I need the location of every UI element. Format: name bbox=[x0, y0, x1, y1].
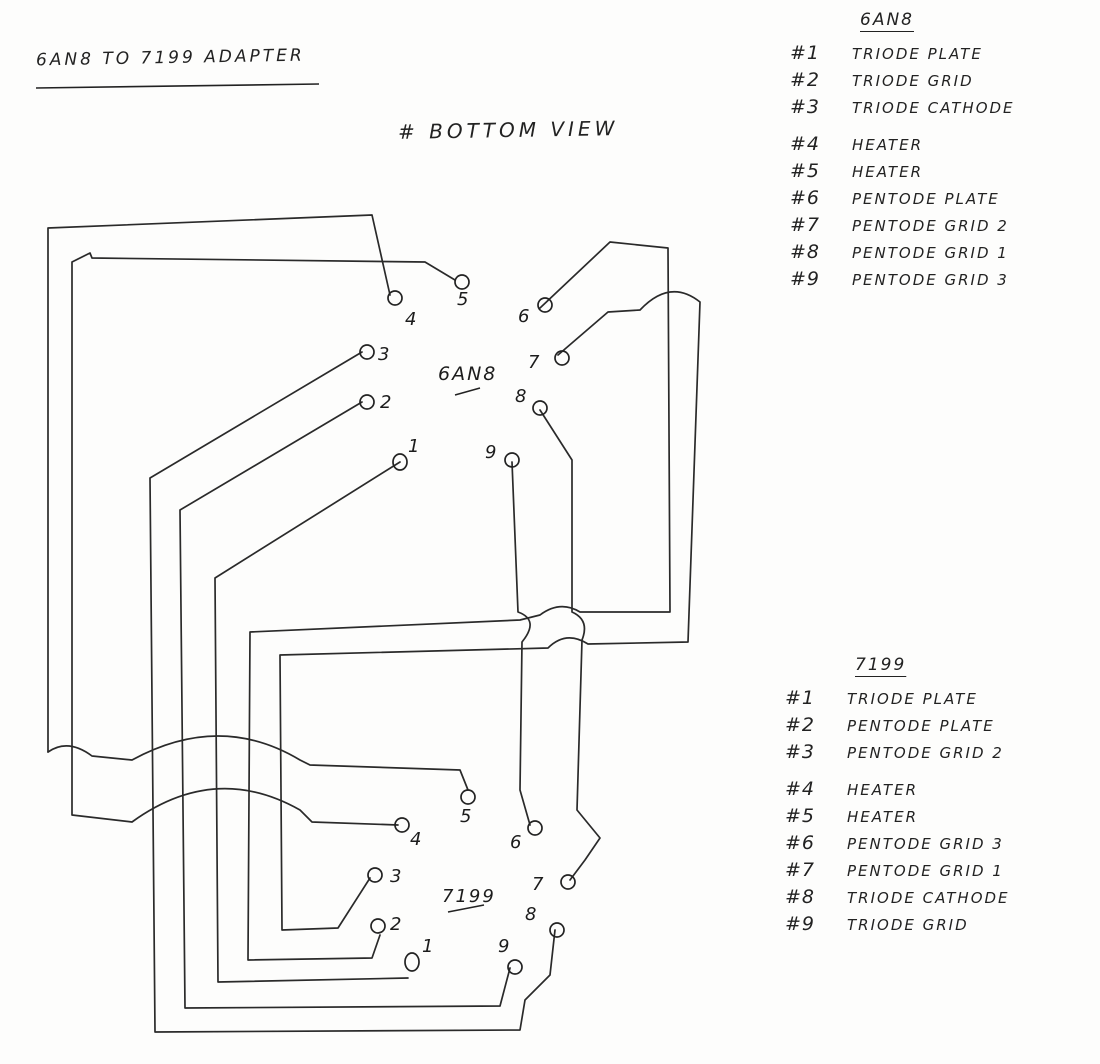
wire-pentode-grid3 bbox=[511, 461, 531, 826]
wire-triode-plate bbox=[214, 461, 409, 983]
pin-label-6an8-4: 4 bbox=[405, 309, 416, 330]
pin-7199-6 bbox=[527, 820, 543, 836]
legend-7199-header: 7199 bbox=[855, 655, 907, 675]
pin-7199-3 bbox=[367, 867, 383, 883]
title-underline bbox=[35, 83, 320, 89]
pin-6an8-5 bbox=[454, 274, 470, 290]
pin-label-6an8-7: 7 bbox=[528, 352, 540, 373]
pin-label-7199-2: 2 bbox=[390, 914, 401, 935]
wire-pentode-plate bbox=[247, 241, 671, 961]
wire-heater-4 bbox=[47, 214, 391, 753]
pin-label-6an8-3: 3 bbox=[378, 344, 389, 365]
wire-pentode-grid2 bbox=[279, 290, 701, 931]
pin-label-7199-7: 7 bbox=[532, 874, 544, 895]
wire-pentode-grid1 bbox=[539, 409, 601, 881]
pin-7199-4 bbox=[394, 817, 410, 833]
socket-label-7199: 7199 bbox=[442, 886, 496, 907]
pin-6an8-8 bbox=[532, 400, 548, 416]
wire-heater-5 bbox=[71, 252, 456, 826]
pin-label-7199-1: 1 bbox=[422, 936, 433, 957]
pin-label-7199-8: 8 bbox=[525, 904, 536, 925]
pin-7199-2 bbox=[370, 918, 386, 934]
legend-6an8-header: 6AN8 bbox=[860, 10, 914, 30]
wire-triode-cathode bbox=[149, 351, 556, 1033]
pin-label-6an8-1: 1 bbox=[408, 436, 419, 457]
pin-7199-5 bbox=[460, 789, 476, 805]
pin-7199-9 bbox=[507, 959, 523, 975]
pin-7199-1 bbox=[404, 952, 420, 972]
pin-label-6an8-9: 9 bbox=[485, 442, 496, 463]
pin-label-7199-6: 6 bbox=[510, 832, 521, 853]
pin-label-7199-3: 3 bbox=[390, 866, 401, 887]
pin-6an8-7 bbox=[554, 350, 570, 366]
wire-triode-grid bbox=[179, 401, 511, 1009]
pin-6an8-9 bbox=[504, 452, 520, 468]
pin-6an8-2 bbox=[359, 394, 375, 410]
pin-label-6an8-8: 8 bbox=[515, 386, 526, 407]
socket-6an8 bbox=[359, 274, 570, 471]
pin-7199-7 bbox=[560, 874, 576, 890]
socket-7199 bbox=[367, 789, 576, 975]
pin-label-7199-9: 9 bbox=[498, 936, 509, 957]
pin-6an8-1 bbox=[392, 453, 408, 471]
pin-label-6an8-2: 2 bbox=[380, 392, 391, 413]
pin-label-6an8-5: 5 bbox=[457, 289, 468, 310]
pin-6an8-4 bbox=[387, 290, 403, 306]
pin-6an8-3 bbox=[359, 344, 375, 360]
pin-label-7199-4: 4 bbox=[410, 829, 421, 850]
pin-label-6an8-6: 6 bbox=[518, 306, 529, 327]
pin-7199-8 bbox=[549, 922, 565, 938]
socket-label-6an8: 6AN8 bbox=[438, 363, 497, 385]
pin-6an8-6 bbox=[537, 297, 553, 313]
pin-label-7199-5: 5 bbox=[460, 806, 471, 827]
